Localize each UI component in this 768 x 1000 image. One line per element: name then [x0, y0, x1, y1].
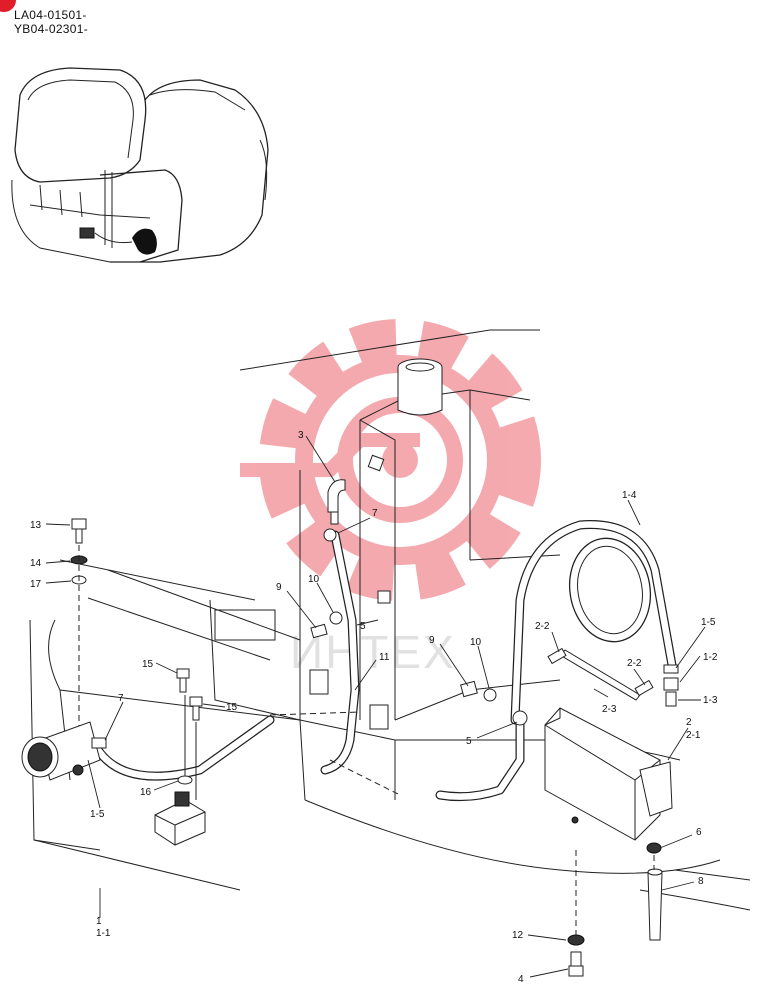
part-washer-10b[interactable] — [483, 688, 497, 702]
label-12: 12 — [512, 930, 524, 941]
label-10a: 10 — [308, 574, 320, 585]
label-10b: 10 — [470, 637, 482, 648]
part-bolt-9b[interactable] — [460, 680, 478, 698]
part-separator[interactable] — [154, 791, 206, 846]
label-1-1: 1-1 — [96, 928, 111, 939]
label-1-5b: 1-5 — [701, 617, 716, 628]
part-fuel-pump-1[interactable] — [21, 721, 101, 781]
label-2-2b: 2-2 — [627, 658, 642, 669]
label-11: 11 — [379, 652, 390, 663]
label-2-1: 2-1 — [686, 730, 701, 741]
label-1-2: 1-2 — [703, 652, 718, 663]
part-pipe-8[interactable] — [647, 868, 663, 941]
part-fitting-1-2[interactable] — [663, 677, 679, 691]
label-16: 16 — [140, 787, 152, 798]
label-8: 8 — [698, 876, 704, 887]
part-bolt-4[interactable] — [568, 951, 584, 977]
label-2-3: 2-3 — [602, 704, 617, 715]
part-nut-5a[interactable] — [377, 590, 391, 604]
part-fitting-7b[interactable] — [91, 737, 107, 749]
tank-filler-cap — [397, 358, 443, 416]
leader-lines — [45, 435, 706, 978]
label-1-4: 1-4 — [622, 490, 637, 501]
label-5a: 5 — [360, 621, 366, 632]
label-2-2a: 2-2 — [535, 621, 550, 632]
part-fuel-tank-2[interactable] — [544, 707, 673, 841]
part-bolt-15a[interactable] — [176, 668, 190, 693]
part-bolt-13[interactable] — [71, 518, 87, 544]
part-clamp-5b[interactable] — [512, 710, 528, 726]
label-1-3: 1-3 — [703, 695, 718, 706]
label-4: 4 — [518, 974, 524, 985]
label-2: 2 — [686, 717, 692, 728]
part-washer-10a[interactable] — [329, 611, 343, 625]
label-3: 3 — [298, 430, 304, 441]
hoses — [90, 520, 677, 802]
label-15a: 15 — [142, 659, 154, 670]
part-clamp-7a[interactable] — [323, 528, 337, 542]
label-7a: 7 — [372, 508, 378, 519]
label-6: 6 — [696, 827, 702, 838]
label-5b: 5 — [466, 736, 472, 747]
part-bolt-15b[interactable] — [189, 696, 203, 721]
part-washer-12[interactable] — [567, 934, 585, 946]
label-9b: 9 — [429, 635, 435, 646]
label-14: 14 — [30, 558, 42, 569]
machine-overview-inset — [11, 67, 269, 263]
label-9a: 9 — [276, 582, 282, 593]
label-17: 17 — [30, 579, 42, 590]
part-cap-6[interactable] — [646, 842, 662, 854]
label-15b: 15 — [226, 702, 238, 713]
part-washer-16[interactable] — [177, 775, 193, 785]
part-fitting-1-3[interactable] — [665, 691, 677, 707]
part-bolt-9a[interactable] — [310, 623, 328, 639]
label-7b: 7 — [118, 693, 124, 704]
serial-code-1: LA04-01501- — [14, 8, 87, 22]
label-1-5a: 1-5 — [90, 809, 105, 820]
serial-code-2: YB04-02301- — [14, 22, 89, 36]
label-1: 1 — [96, 916, 102, 927]
part-elbow-3[interactable] — [327, 454, 385, 525]
part-strap-2-3[interactable] — [547, 647, 654, 701]
part-fitting-1-5-right[interactable] — [663, 664, 679, 674]
label-13: 13 — [30, 520, 42, 531]
